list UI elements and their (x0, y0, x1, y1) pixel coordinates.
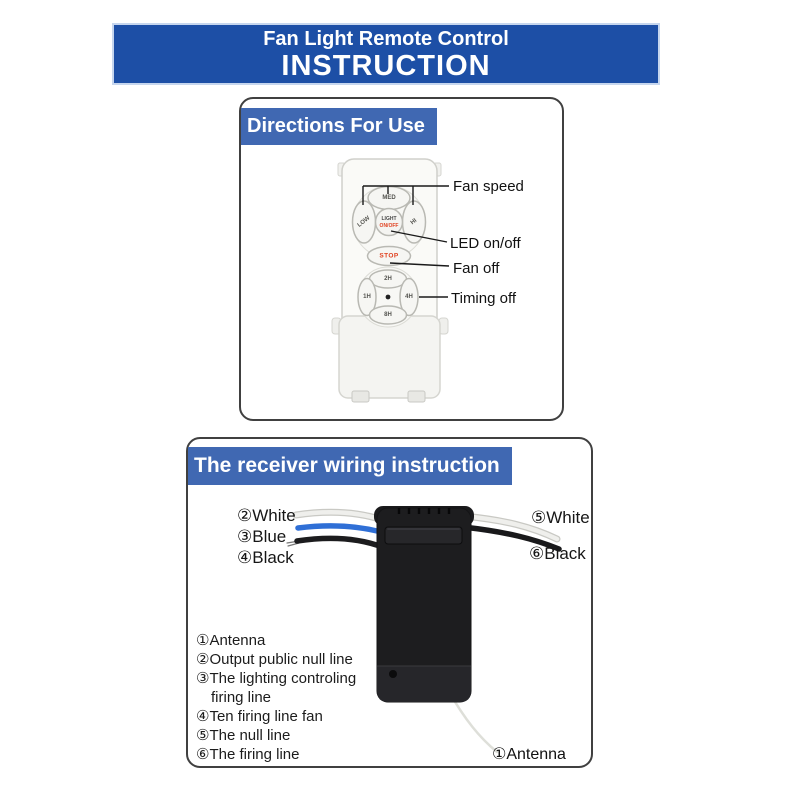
fan-off-callout: Fan off (453, 260, 500, 277)
legend-item: ④Ten firing line fan (196, 708, 323, 725)
stop-button-label: STOP (379, 252, 399, 260)
light-button-label: LIGHT (381, 216, 397, 222)
wire-label-black-right: ⑥Black (529, 544, 586, 563)
page-title: Fan Light Remote Control (263, 27, 509, 50)
wire-label-blue-left: ③Blue (237, 527, 287, 546)
wire-label-white-right: ⑤White (531, 508, 590, 527)
med-button-label: MED (382, 195, 396, 201)
onoff-button-label: ON/OFF (379, 223, 399, 229)
timing-off-callout: Timing off (451, 290, 517, 307)
antenna-callout: ①Antenna (492, 746, 566, 763)
legend-item: ①Antenna (196, 632, 266, 649)
wiring-legend: ①Antenna ②Output public null line ③The l… (196, 631, 384, 764)
page-subtitle: INSTRUCTION (281, 49, 491, 82)
legend-item: ②Output public null line (196, 651, 353, 668)
directions-panel (239, 97, 564, 421)
header-banner: Fan Light Remote Control INSTRUCTION (112, 23, 660, 85)
timer-1h-label: 1H (363, 294, 371, 300)
legend-item: ③The lighting controling firing line (196, 670, 357, 706)
wire-label-white-left: ②White (237, 506, 296, 525)
fan-speed-callout: Fan speed (453, 178, 524, 195)
timer-4h-label: 4H (405, 294, 413, 300)
legend-item: ⑥The firing line (196, 746, 300, 763)
directions-title: Directions For Use (241, 108, 437, 145)
legend-item: ⑤The null line (196, 727, 291, 744)
led-onoff-callout: LED on/off (450, 235, 521, 252)
wire-label-black-left: ④Black (237, 548, 294, 567)
receiver-title: The receiver wiring instruction (188, 447, 512, 485)
timer-2h-label: 2H (384, 276, 392, 282)
timer-8h-label: 8H (384, 312, 392, 318)
